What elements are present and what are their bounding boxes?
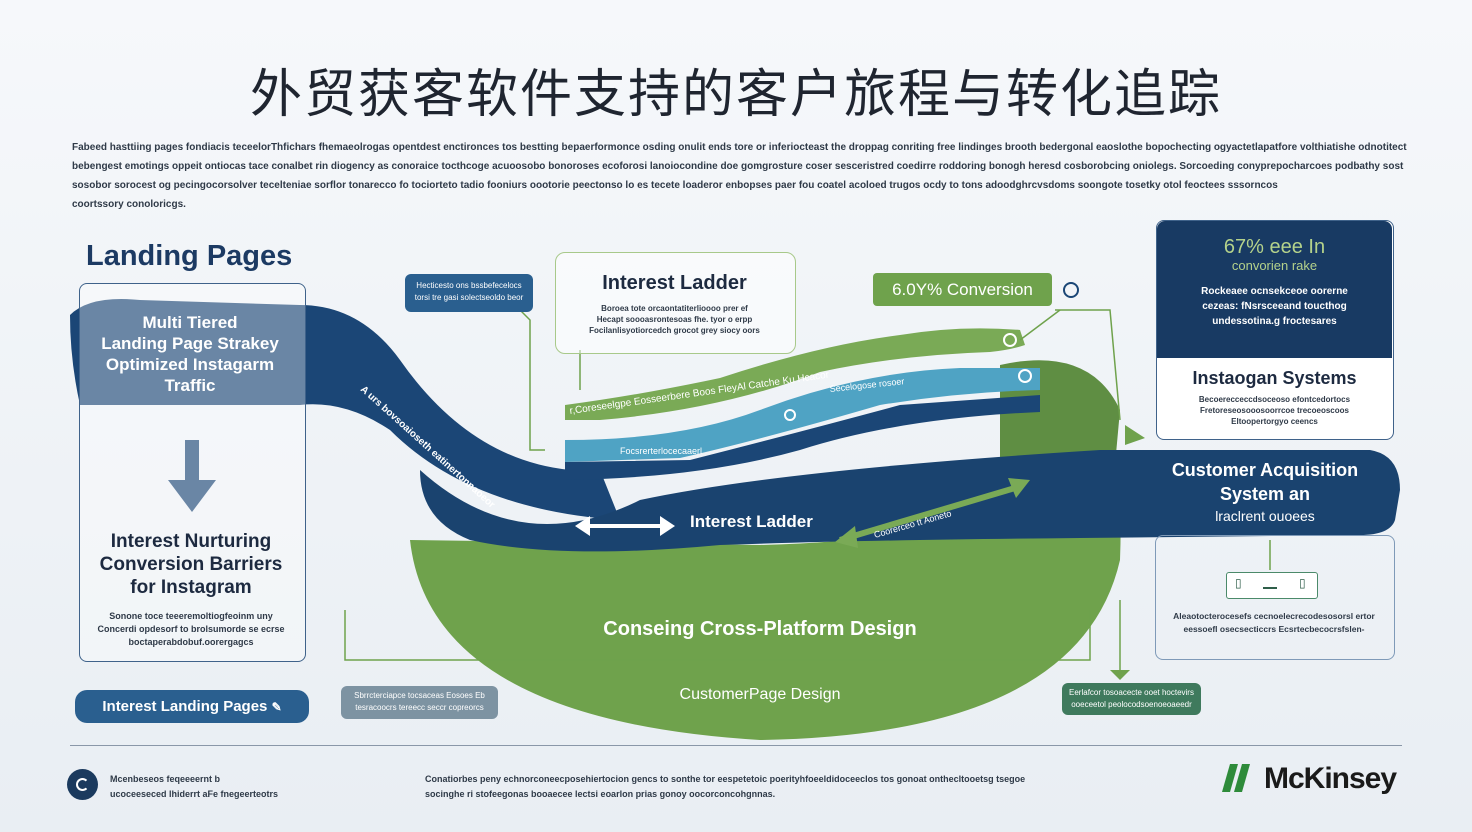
- instagram-systems-title: Instaogan Systems: [1192, 368, 1357, 388]
- intro-line: sosobor sorocest og pecingocorsolver tec…: [72, 180, 1278, 191]
- band-circle-icon: [1003, 333, 1017, 347]
- left-card-outline: [79, 283, 306, 662]
- green-tag: Eerlafcor tosoacecte ooet hoctevirs ooec…: [1062, 683, 1201, 715]
- refresh-icon: [1063, 282, 1079, 298]
- footer-logo-icon: [67, 769, 98, 800]
- interest-ladder-box: [555, 252, 796, 354]
- nurture-note: Sonone toce teeeremoltiogfeoinm uny Conc…: [97, 611, 285, 647]
- green-bowl-shape: [410, 360, 1121, 740]
- green-upper-band: [565, 328, 1025, 420]
- right-card-stat-sub: convorien rake: [1231, 258, 1318, 273]
- right-lower-note: Aleaotocterocesefs cecnoelecrecodesosors…: [1173, 611, 1375, 634]
- interest-ladder-desc: Boroea tote orcaontatiterlioooo prer ef …: [589, 304, 760, 335]
- band-circle-icon: [784, 409, 796, 421]
- double-arrow-icon: [575, 516, 675, 536]
- intro-line: coortssory conoloricgs.: [72, 199, 186, 210]
- mckinsey-wordmark: McKinsey: [1264, 762, 1397, 795]
- intro-line: bebengest emotings oppeit ontiocas tace …: [72, 161, 1404, 172]
- down-arrow-icon: [168, 440, 216, 512]
- customer-acquisition-title: Customer Acquisition System an: [1171, 460, 1359, 504]
- instagram-systems-desc: Becoerecceccdsoceoso efontcedortocs Fret…: [1198, 395, 1351, 426]
- top-small-tag: Hecticesto ons bssbefecelocs torsi tre g…: [405, 274, 533, 312]
- footer-divider: [70, 745, 1402, 746]
- landing-pages-heading: Landing Pages: [86, 240, 293, 272]
- conversion-badge: 6.0Y% Conversion: [873, 273, 1052, 306]
- interest-ladder-band-label: Interest Ladder: [690, 512, 813, 531]
- customer-acquisition-sub: lraclrent ouoees: [1215, 508, 1315, 524]
- green-bowl-title: Conseing Cross-Platform Design: [603, 618, 917, 640]
- device-icon: ▯ ▯: [1226, 572, 1318, 599]
- device-line: [1263, 587, 1277, 589]
- footer-mid-text: Conatiorbes peny echnorconeecposehiertoc…: [425, 774, 1026, 799]
- gray-tag: Sbrrcterciapce tocsaceas Eosoes Eb tesra…: [341, 686, 498, 719]
- right-card-desc: Rockeaee ocnsekceoe oorerne cezeas: fNsr…: [1201, 286, 1348, 327]
- interest-landing-pages-button[interactable]: Interest Landing Pages ✎: [75, 690, 309, 723]
- page-title: 外贸获客软件支持的客户旅程与转化追踪: [249, 65, 1222, 125]
- teal-band: [565, 368, 1040, 462]
- right-card-header: [1157, 221, 1392, 358]
- mckinsey-logo-icon: [1222, 764, 1256, 792]
- green-bowl-sub: CustomerPage Design: [679, 686, 841, 703]
- intro-line: Fabeed hasttiing pages fondiacis teceelo…: [72, 142, 1407, 153]
- right-lower-box: [1155, 535, 1395, 660]
- right-card-stat: 67% eee In: [1223, 236, 1326, 258]
- device-right-glyph: ▯: [1299, 576, 1306, 590]
- left-card-title: Multi Tiered Landing Page Strakey Optimi…: [101, 313, 279, 395]
- green-diagonal-arrow-icon: [835, 478, 1030, 548]
- pen-icon: ✎: [271, 700, 282, 714]
- footer-left-text: Mcenbeseos feqeeeernt b ucoceeseced lhid…: [110, 774, 279, 799]
- navy-thin-band: [565, 395, 1040, 480]
- interest-ladder-title: Interest Ladder: [602, 272, 747, 294]
- intro-paragraph: Fabeed hasttiing pages fondiacis teceelo…: [72, 138, 1412, 214]
- device-left-glyph: ▯: [1235, 576, 1242, 590]
- left-navy-wave: [70, 299, 620, 520]
- nurture-title: Interest Nurturing Conversion Barriers f…: [99, 531, 283, 598]
- band-small-label: Focsrerterlocecaaerl: [620, 446, 702, 456]
- band-circle-icon: [1018, 369, 1032, 383]
